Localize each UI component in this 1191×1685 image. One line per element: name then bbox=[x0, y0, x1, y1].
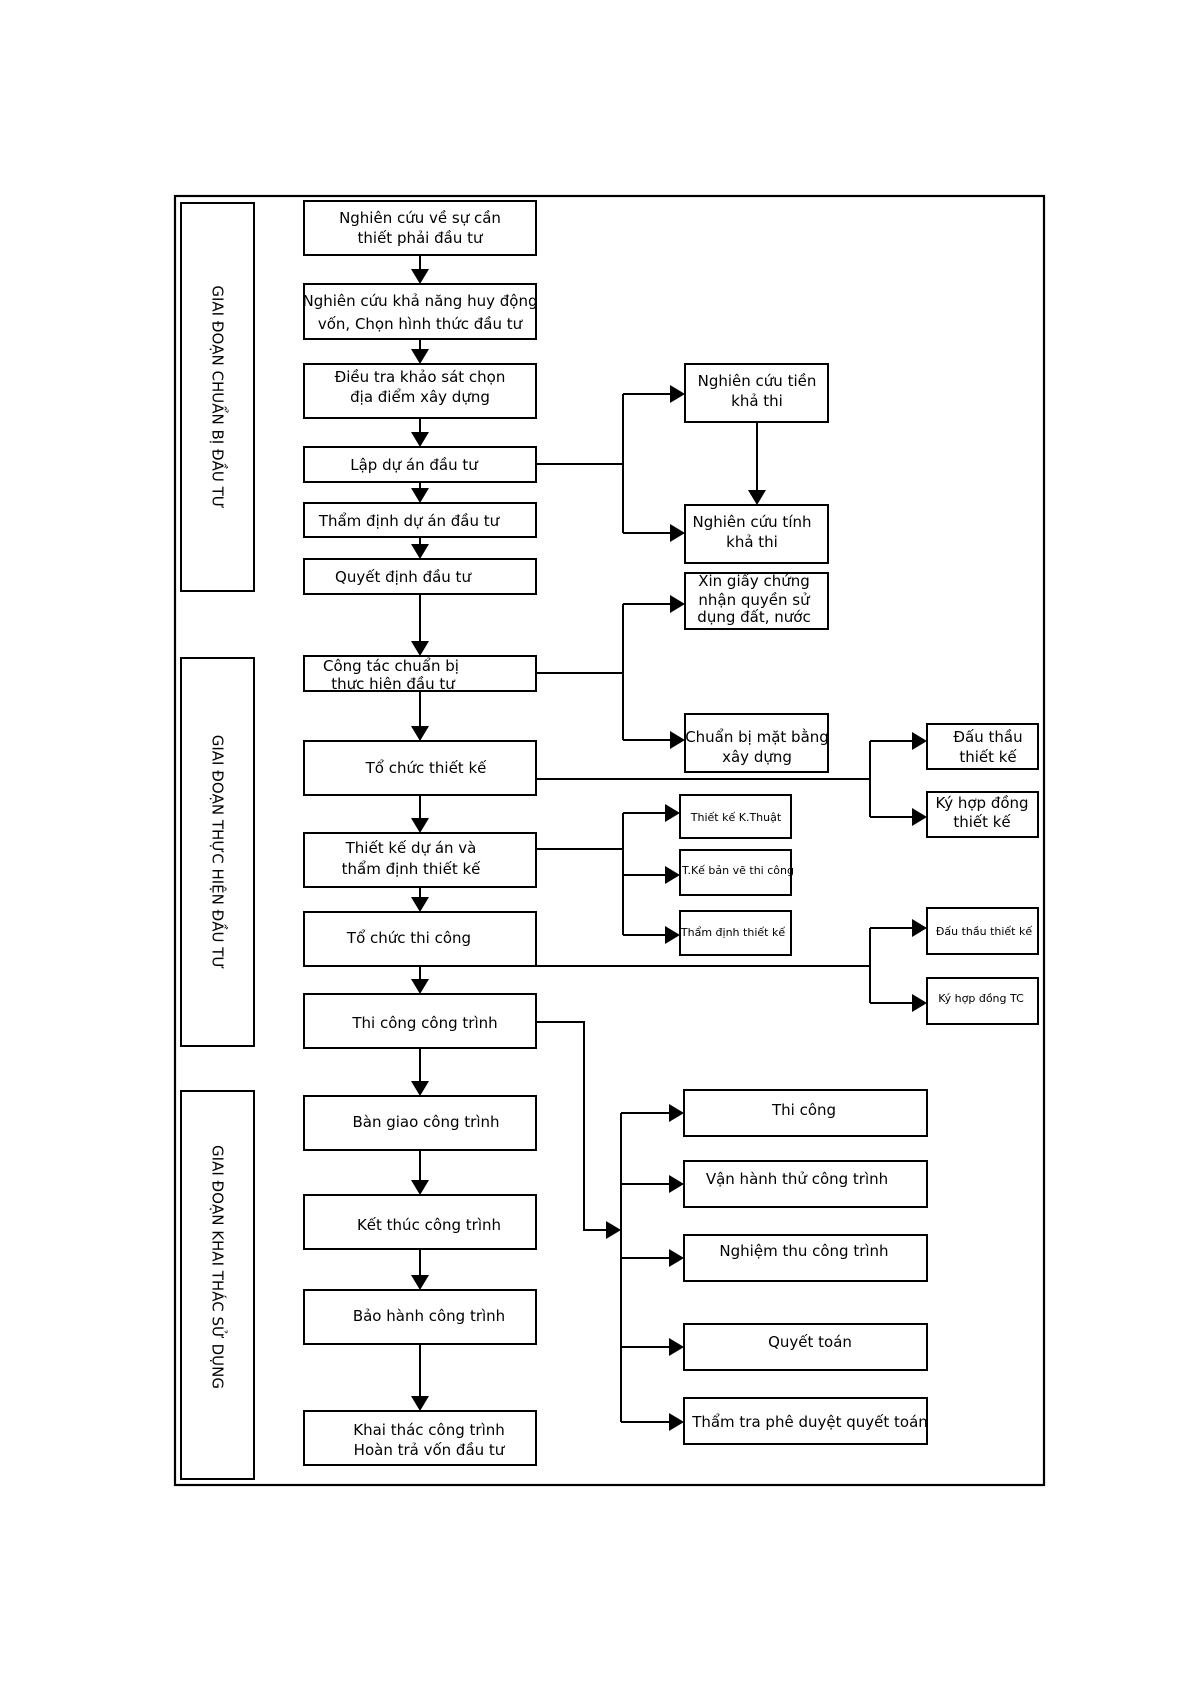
design-substep-connectors bbox=[536, 804, 680, 944]
phase-label-operation: GIAI ĐOẠN KHAI THÁC SỬ DỤNG bbox=[209, 1145, 229, 1389]
side-build bbox=[683, 1089, 928, 1137]
step-site-survey bbox=[303, 363, 537, 419]
step-design-appraisal bbox=[303, 832, 537, 888]
step-completion-label: Kết thúc công trình bbox=[357, 1216, 501, 1234]
side-construction-drawing-label: T.Kế bản vẽ thi công bbox=[681, 864, 794, 877]
step-project-setup-label: Lập dự án đầu tư bbox=[350, 456, 479, 474]
implementation-prep-connectors bbox=[536, 595, 685, 749]
side-feasibility-line1: Nghiên cứu tính bbox=[692, 513, 811, 531]
step-research-need-line1: Nghiên cứu về sự cần bbox=[339, 209, 501, 227]
phase-box-preparation bbox=[180, 202, 255, 592]
phase-box-operation bbox=[180, 1090, 255, 1480]
step-capital-research-line1: Nghiên cứu khả năng huy động bbox=[303, 292, 538, 310]
side-settlement-review-label: Thẩm tra phê duyệt quyết toán bbox=[691, 1413, 928, 1431]
side-trial-operation bbox=[683, 1160, 928, 1208]
side-design-review-label: Thẩm định thiết kế bbox=[680, 926, 785, 939]
step-investment-decision-label: Quyết định đầu tư bbox=[335, 568, 472, 586]
step-research-need-line2: thiết phải đầu tư bbox=[358, 229, 484, 247]
side-prefeasibility-line2: khả thi bbox=[731, 392, 783, 410]
side-acceptance-label: Nghiệm thu công trình bbox=[719, 1242, 888, 1260]
side-prefeasibility bbox=[684, 363, 829, 423]
side-trial-operation-label: Vận hành thử công trình bbox=[706, 1170, 888, 1188]
main-flow-arrows bbox=[411, 255, 429, 1411]
side-prefeasibility-line1: Nghiên cứu tiền bbox=[698, 372, 817, 390]
design-tender-connectors bbox=[536, 732, 927, 826]
step-site-survey-line2: địa điểm xây dựng bbox=[350, 388, 490, 406]
step-project-appraisal bbox=[303, 502, 537, 538]
side-construction-tender bbox=[926, 907, 1039, 955]
side-design-contract bbox=[926, 791, 1039, 838]
side-construction-tender-label: Đấu thầu thiết kế bbox=[936, 925, 1033, 938]
step-handover-label: Bàn giao công trình bbox=[352, 1113, 499, 1131]
side-technical-design bbox=[679, 794, 792, 839]
construction-completion-connectors bbox=[536, 1021, 684, 1431]
step-exploitation bbox=[303, 1410, 537, 1466]
side-feasibility-line2: khả thi bbox=[726, 533, 778, 551]
step-construction-label: Thi công công trình bbox=[351, 1014, 497, 1032]
step-implementation-prep-line1: Công tác chuẩn bị bbox=[323, 657, 459, 675]
step-design-organization bbox=[303, 740, 537, 796]
side-land-certificate-line2: nhận quyền sử bbox=[698, 591, 811, 609]
side-design-tender-line1: Đấu thầu bbox=[953, 728, 1022, 746]
side-build-label: Thi công bbox=[771, 1101, 836, 1119]
step-project-appraisal-label: Thẩm định dự án đầu tư bbox=[318, 512, 501, 530]
step-handover bbox=[303, 1095, 537, 1151]
side-design-contract-line1: Ký hợp đồng bbox=[935, 794, 1028, 812]
outer-frame bbox=[173, 194, 1046, 1487]
side-land-certificate bbox=[684, 572, 829, 630]
step-construction-organization-label: Tổ chức thi công bbox=[346, 929, 471, 947]
side-settlement-review bbox=[683, 1397, 928, 1445]
side-design-contract-line2: thiết kế bbox=[953, 813, 1011, 831]
step-exploitation-line2: Hoàn trả vốn đầu tư bbox=[354, 1441, 506, 1459]
step-project-setup bbox=[303, 446, 537, 483]
step-capital-research-line2: vốn, Chọn hình thức đầu tư bbox=[318, 315, 524, 333]
side-land-certificate-line3: dụng đất, nước bbox=[697, 608, 810, 626]
step-site-survey-line1: Điều tra khảo sát chọn bbox=[335, 368, 506, 386]
construction-tender-connectors bbox=[304, 919, 927, 1012]
side-construction-drawing bbox=[679, 849, 792, 896]
side-design-tender-line2: thiết kế bbox=[959, 748, 1017, 766]
step-warranty-label: Bảo hành công trình bbox=[353, 1307, 505, 1325]
side-construction-contract-label: Ký hợp đồng TC bbox=[938, 992, 1024, 1005]
step-design-organization-label: Tổ chức thiết kế bbox=[365, 759, 488, 777]
side-settlement-label: Quyết toán bbox=[768, 1333, 852, 1351]
step-design-appraisal-line1: Thiết kế dự án và bbox=[345, 839, 477, 857]
phase-label-preparation: GIAI ĐOẠN CHUẨN BỊ ĐẦU TƯ bbox=[209, 285, 230, 508]
step-implementation-prep-line2: thực hiện đầu tư bbox=[331, 675, 456, 693]
side-settlement bbox=[683, 1323, 928, 1371]
side-site-clearance bbox=[684, 713, 829, 773]
feasibility-branch-connectors bbox=[536, 385, 766, 542]
step-investment-decision bbox=[303, 558, 537, 595]
phase-box-implementation bbox=[180, 657, 255, 1047]
side-site-clearance-line1: Chuẩn bị mặt bằng bbox=[685, 728, 829, 746]
side-design-review bbox=[679, 910, 792, 956]
step-construction bbox=[303, 993, 537, 1049]
side-technical-design-label: Thiết kế K.Thuật bbox=[690, 811, 782, 824]
step-design-appraisal-line2: thẩm định thiết kế bbox=[342, 860, 482, 878]
side-design-tender bbox=[926, 723, 1039, 770]
step-research-need bbox=[303, 200, 537, 256]
side-construction-contract bbox=[926, 977, 1039, 1025]
phase-label-implementation: GIAI ĐOẠN THỰC HIỆN ĐẦU TƯ bbox=[209, 735, 230, 970]
side-land-certificate-line1: Xin giấy chứng bbox=[698, 572, 810, 590]
step-exploitation-line1: Khai thác công trình bbox=[353, 1421, 505, 1439]
side-feasibility bbox=[684, 504, 829, 564]
side-site-clearance-line2: xây dựng bbox=[722, 748, 792, 766]
